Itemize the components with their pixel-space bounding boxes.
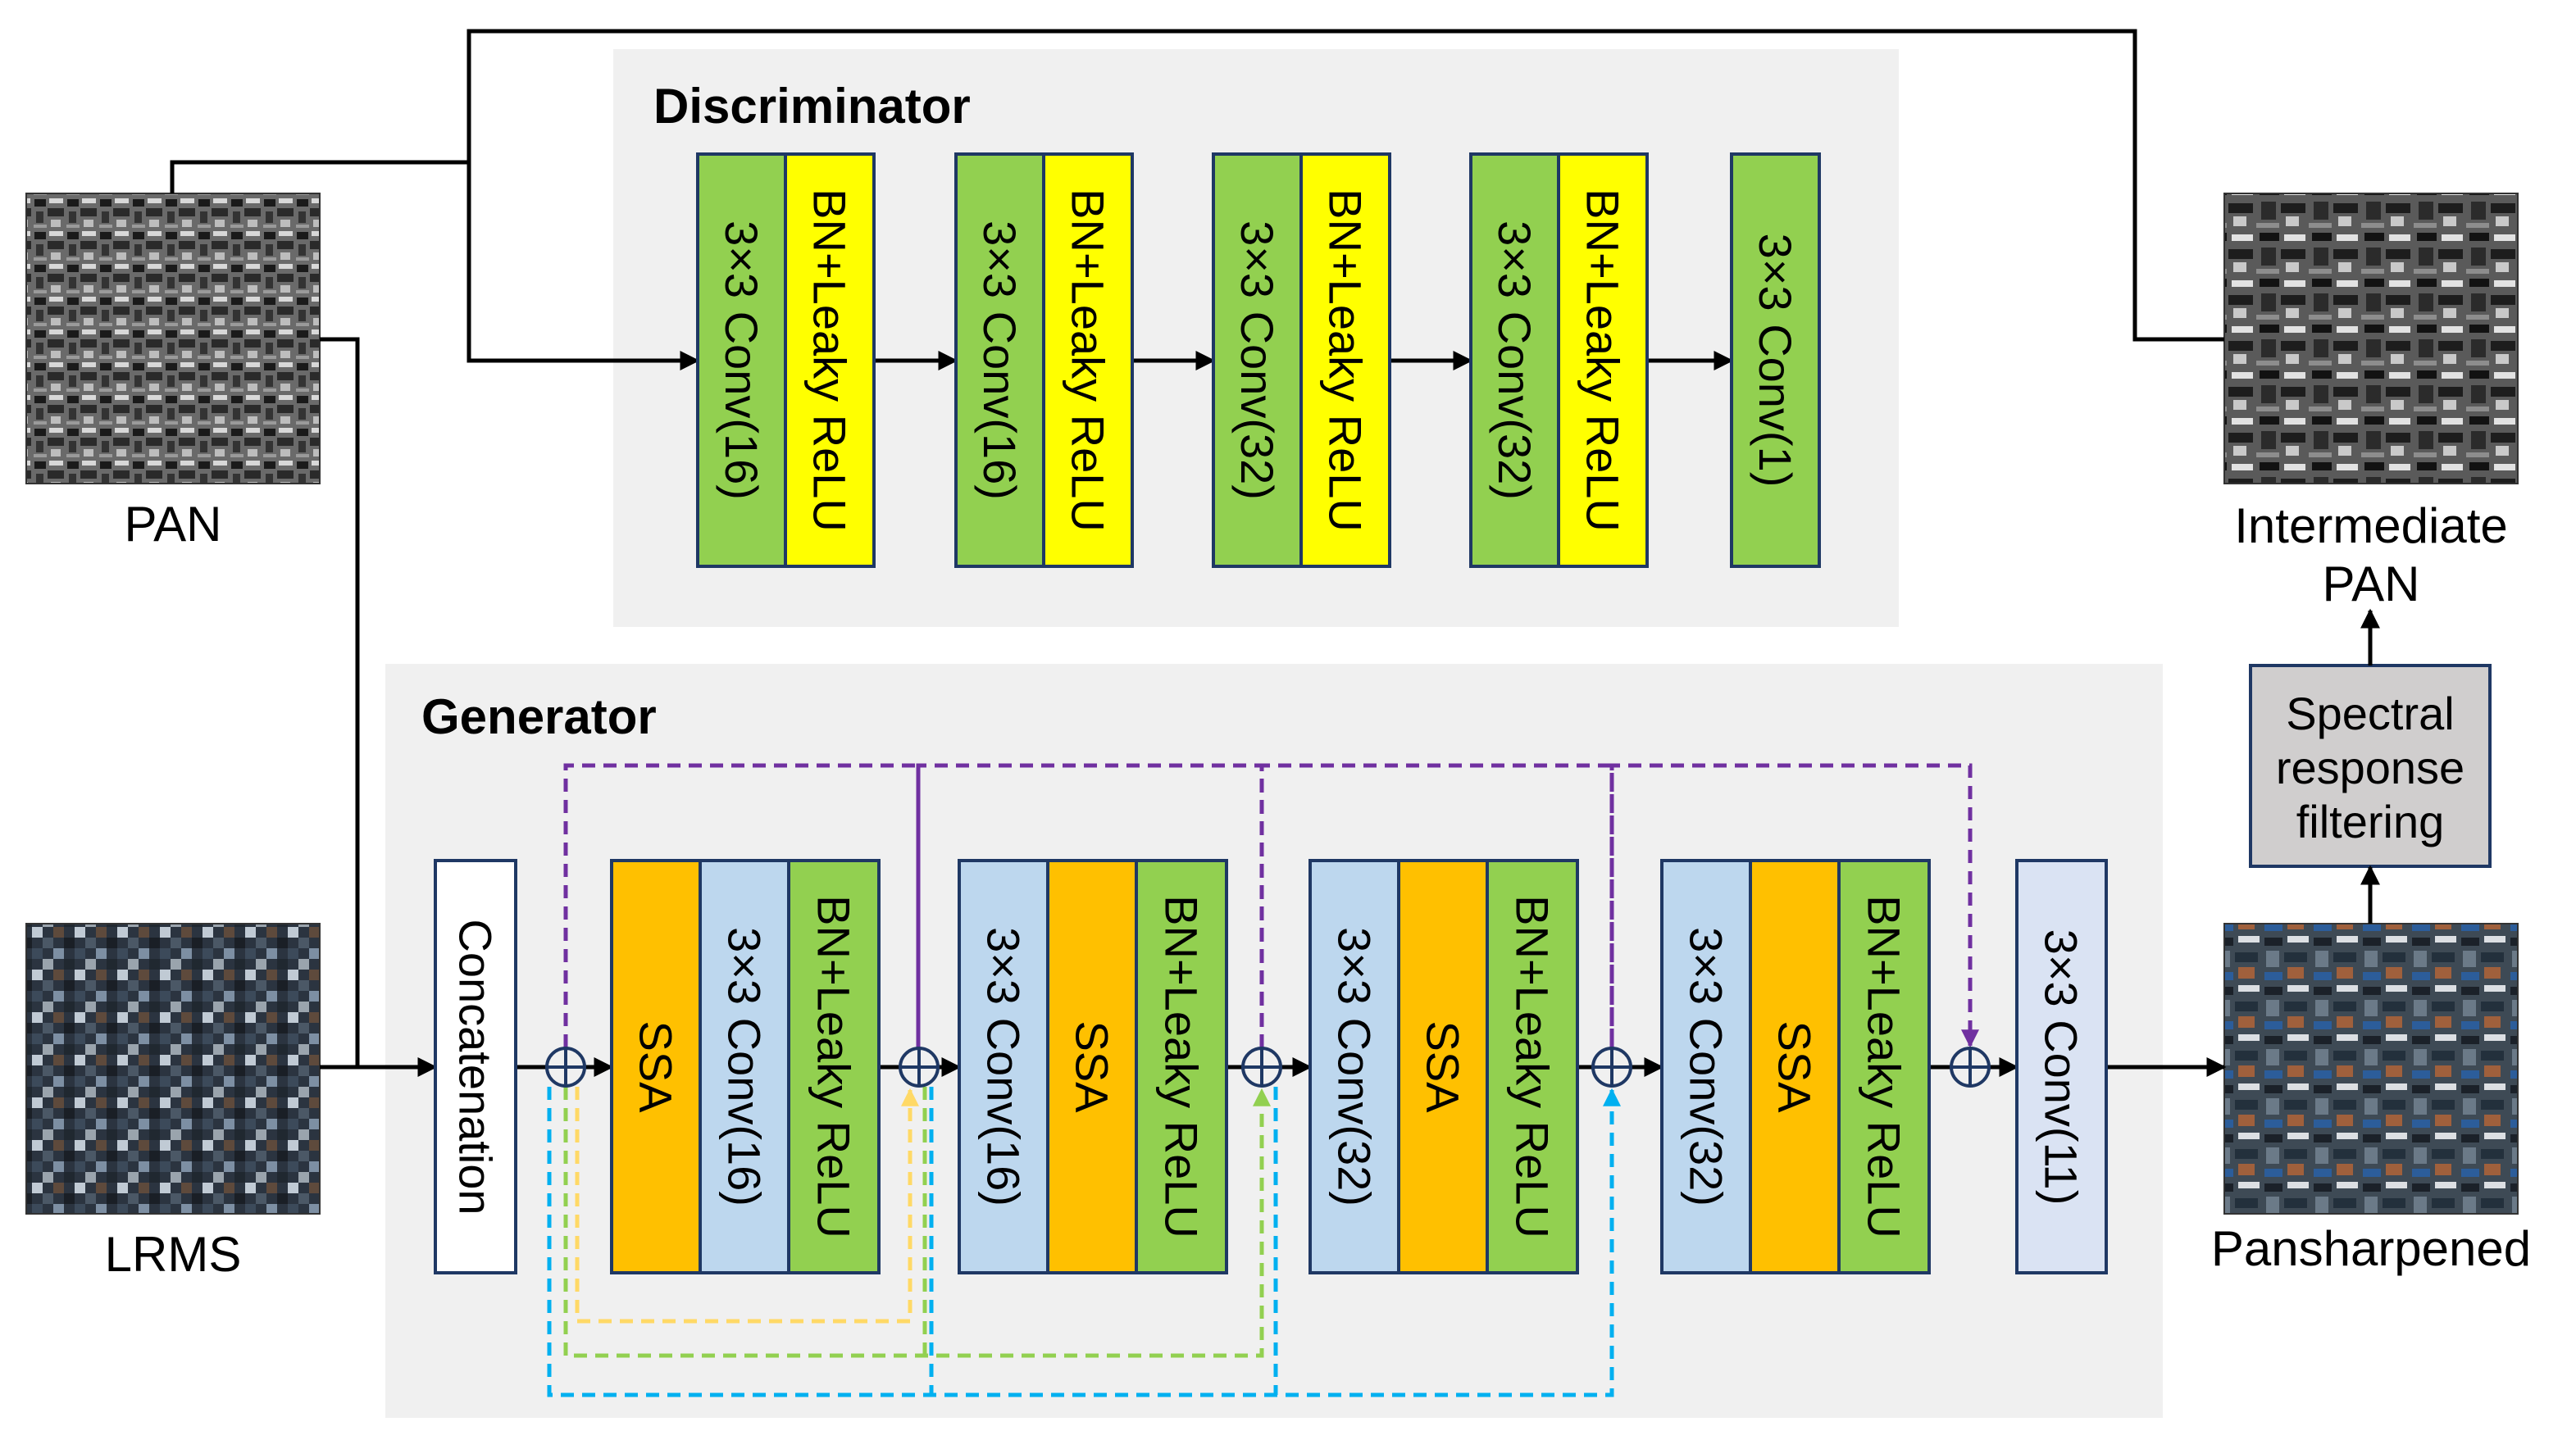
disc-conv-2-label: 3×3 Conv(16) [974, 220, 1026, 500]
gen-conv-2-box [958, 859, 1049, 1274]
lrms-image [25, 923, 321, 1215]
gen-act-3-label: BN+Leaky ReLU [1507, 895, 1559, 1238]
final-conv-box [2015, 859, 2108, 1274]
concatenation-box [434, 859, 517, 1274]
gen-conv-3-label: 3×3 Conv(32) [1329, 927, 1381, 1206]
pansharpened-image [2223, 923, 2519, 1215]
lrms-label: LRMS [105, 1227, 242, 1282]
gen-act-3-box [1486, 859, 1579, 1274]
gen-act-1-label: BN+Leaky ReLU [808, 895, 860, 1238]
discriminator-title: Discriminator [653, 79, 971, 134]
disc-act-1-label: BN+Leaky ReLU [804, 189, 856, 532]
spectral-filter-box [2249, 664, 2492, 868]
skip-connection-green [563, 1087, 1271, 1358]
discriminator-blocks: 3×3 Conv(16) BN+Leaky ReLU 3×3 Conv(16) BN+… [696, 152, 1821, 568]
gen-ssa-4-box [1749, 859, 1841, 1274]
gen-conv-2-label: 3×3 Conv(16) [978, 927, 1030, 1206]
intermediate-pan-label-line2: PAN [2323, 556, 2420, 611]
gen-act-4-box [1837, 859, 1931, 1274]
skip-connections-purple [563, 763, 1979, 1048]
spectral-filter-line1: Spectral [2286, 688, 2454, 739]
spectral-filter-line2: response [2276, 742, 2464, 793]
pan-label: PAN [125, 497, 222, 552]
intermediate-pan-label-line1: Intermediate [2234, 498, 2508, 553]
spectral-filter-line3: filtering [2296, 796, 2445, 847]
final-conv-label: 3×3 Conv(11) [2036, 929, 2087, 1206]
disc-conv-4-label: 3×3 Conv(32) [1489, 220, 1541, 500]
gen-ssa-1-label: SSA [630, 1020, 682, 1113]
disc-act-4-label: BN+Leaky ReLU [1577, 189, 1629, 532]
concatenation-label: Concatenation [450, 919, 502, 1215]
intermediate-pan-image [2223, 193, 2519, 484]
disc-conv-3-label: 3×3 Conv(32) [1231, 220, 1283, 500]
skip-connection-blue [547, 1087, 1621, 1397]
gen-ssa-2-label: SSA [1067, 1020, 1118, 1113]
skip-connection-yellow [575, 1087, 919, 1324]
gen-conv-4-label: 3×3 Conv(32) [1681, 927, 1732, 1206]
disc-act-1-box [784, 152, 876, 568]
disc-act-3-label: BN+Leaky ReLU [1320, 189, 1372, 532]
pan-image [25, 193, 321, 484]
pansharpened-label: Pansharpened [2211, 1221, 2531, 1276]
main-connectors [170, 29, 2380, 1077]
gen-ssa-2-box [1046, 859, 1138, 1274]
disc-act-4-box [1557, 152, 1649, 568]
gen-ssa-4-label: SSA [1769, 1020, 1821, 1113]
gen-act-1-box [787, 859, 881, 1274]
gen-conv-4-box [1660, 859, 1752, 1274]
disc-conv-1-label: 3×3 Conv(16) [716, 220, 767, 500]
disc-act-2-box [1042, 152, 1134, 568]
sum-node-4 [1591, 1047, 1632, 1088]
sum-node-2 [899, 1047, 940, 1088]
gen-ssa-3-label: SSA [1418, 1020, 1469, 1113]
gen-act-2-label: BN+Leaky ReLU [1156, 895, 1208, 1238]
disc-act-3-box [1299, 152, 1391, 568]
gen-conv-3-box [1308, 859, 1400, 1274]
generator-title: Generator [421, 689, 657, 744]
disc-act-2-label: BN+Leaky ReLU [1063, 189, 1114, 532]
gen-act-2-box [1135, 859, 1228, 1274]
disc-conv-5-box [1730, 152, 1821, 568]
sum-node-5 [1950, 1047, 1991, 1088]
gen-conv-1-label: 3×3 Conv(16) [719, 927, 771, 1206]
gen-act-4-label: BN+Leaky ReLU [1859, 895, 1910, 1238]
sum-node-1 [545, 1047, 586, 1088]
gen-ssa-3-box [1397, 859, 1489, 1274]
gen-ssa-1-box [610, 859, 702, 1274]
generator-blocks: SSA 3×3 Conv(16) BN+Leaky ReLU 3×3 Conv(16)… [610, 859, 1931, 1274]
disc-conv-5-label: 3×3 Conv(1) [1750, 234, 1801, 488]
sum-node-3 [1241, 1047, 1282, 1088]
disc-conv-2-box [954, 152, 1045, 568]
sum-nodes [545, 1047, 1991, 1088]
